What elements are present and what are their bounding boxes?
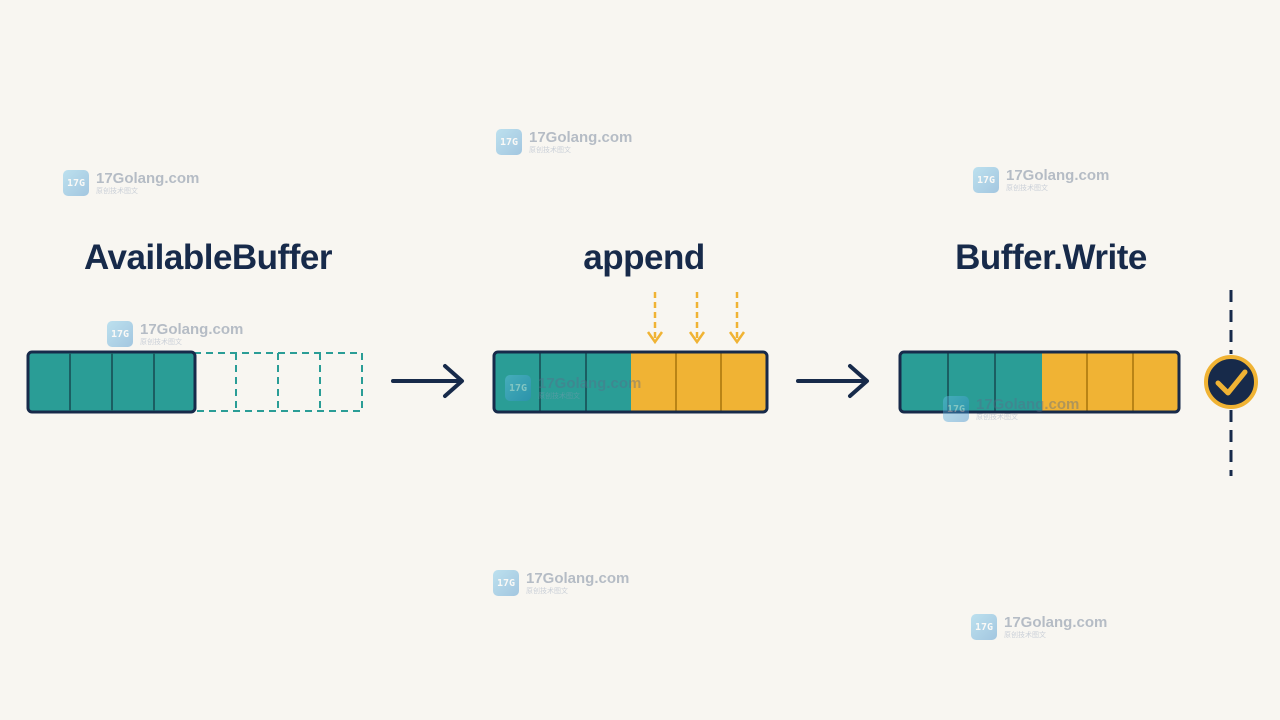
watermark-subtitle: 原创技术图文: [1006, 185, 1048, 192]
watermark-logo-icon: 17G: [505, 375, 531, 401]
watermark-subtitle: 原创技术图文: [526, 588, 568, 595]
watermark-subtitle: 原创技术图文: [96, 188, 138, 195]
watermark-subtitle: 原创技术图文: [1004, 632, 1046, 639]
watermark-site: 17Golang.com: [526, 570, 630, 587]
buffer-write-stage: [898, 290, 1259, 476]
existing-cells: [494, 352, 632, 412]
watermark-subtitle: 原创技术图文: [140, 339, 182, 346]
watermark-site: 17Golang.com: [140, 321, 244, 338]
written-cells: [1042, 352, 1179, 412]
watermark-subtitle: 原创技术图文: [538, 393, 580, 400]
append-buffer-outline: [492, 350, 769, 414]
available-buffer-stage: [26, 350, 363, 414]
watermark-subtitle: 原创技术图文: [529, 147, 571, 154]
watermark-site: 17Golang.com: [1006, 167, 1110, 184]
watermark-logo-icon: 17G: [943, 396, 969, 422]
stage-title-append: append: [583, 238, 705, 277]
watermark-subtitle: 原创技术图文: [976, 414, 1018, 421]
stage-title-available-buffer: AvailableBuffer: [84, 238, 332, 277]
watermark-site: 17Golang.com: [529, 129, 633, 146]
watermark-logo-icon: 17G: [107, 321, 133, 347]
appended-cells: [631, 352, 767, 412]
flow-arrow-1: [391, 364, 464, 398]
watermark-logo-icon: 17G: [493, 570, 519, 596]
append-stage: [492, 292, 769, 414]
flow-arrow-2: [796, 364, 869, 398]
watermark-site: 17Golang.com: [538, 375, 642, 392]
watermark-logo-icon: 17G: [63, 170, 89, 196]
watermark-logo-icon: 17G: [971, 614, 997, 640]
check-icon: [1203, 354, 1259, 410]
existing-cells: [900, 352, 1043, 412]
watermark-site: 17Golang.com: [1004, 614, 1108, 631]
append-arrows: [646, 292, 746, 345]
watermark-site: 17Golang.com: [976, 396, 1080, 413]
watermark-site: 17Golang.com: [96, 170, 200, 187]
write-buffer-outline: [898, 350, 1181, 414]
watermark-logo-icon: 17G: [496, 129, 522, 155]
watermark-logo-icon: 17G: [973, 167, 999, 193]
stage-title-buffer-write: Buffer.Write: [955, 238, 1147, 277]
